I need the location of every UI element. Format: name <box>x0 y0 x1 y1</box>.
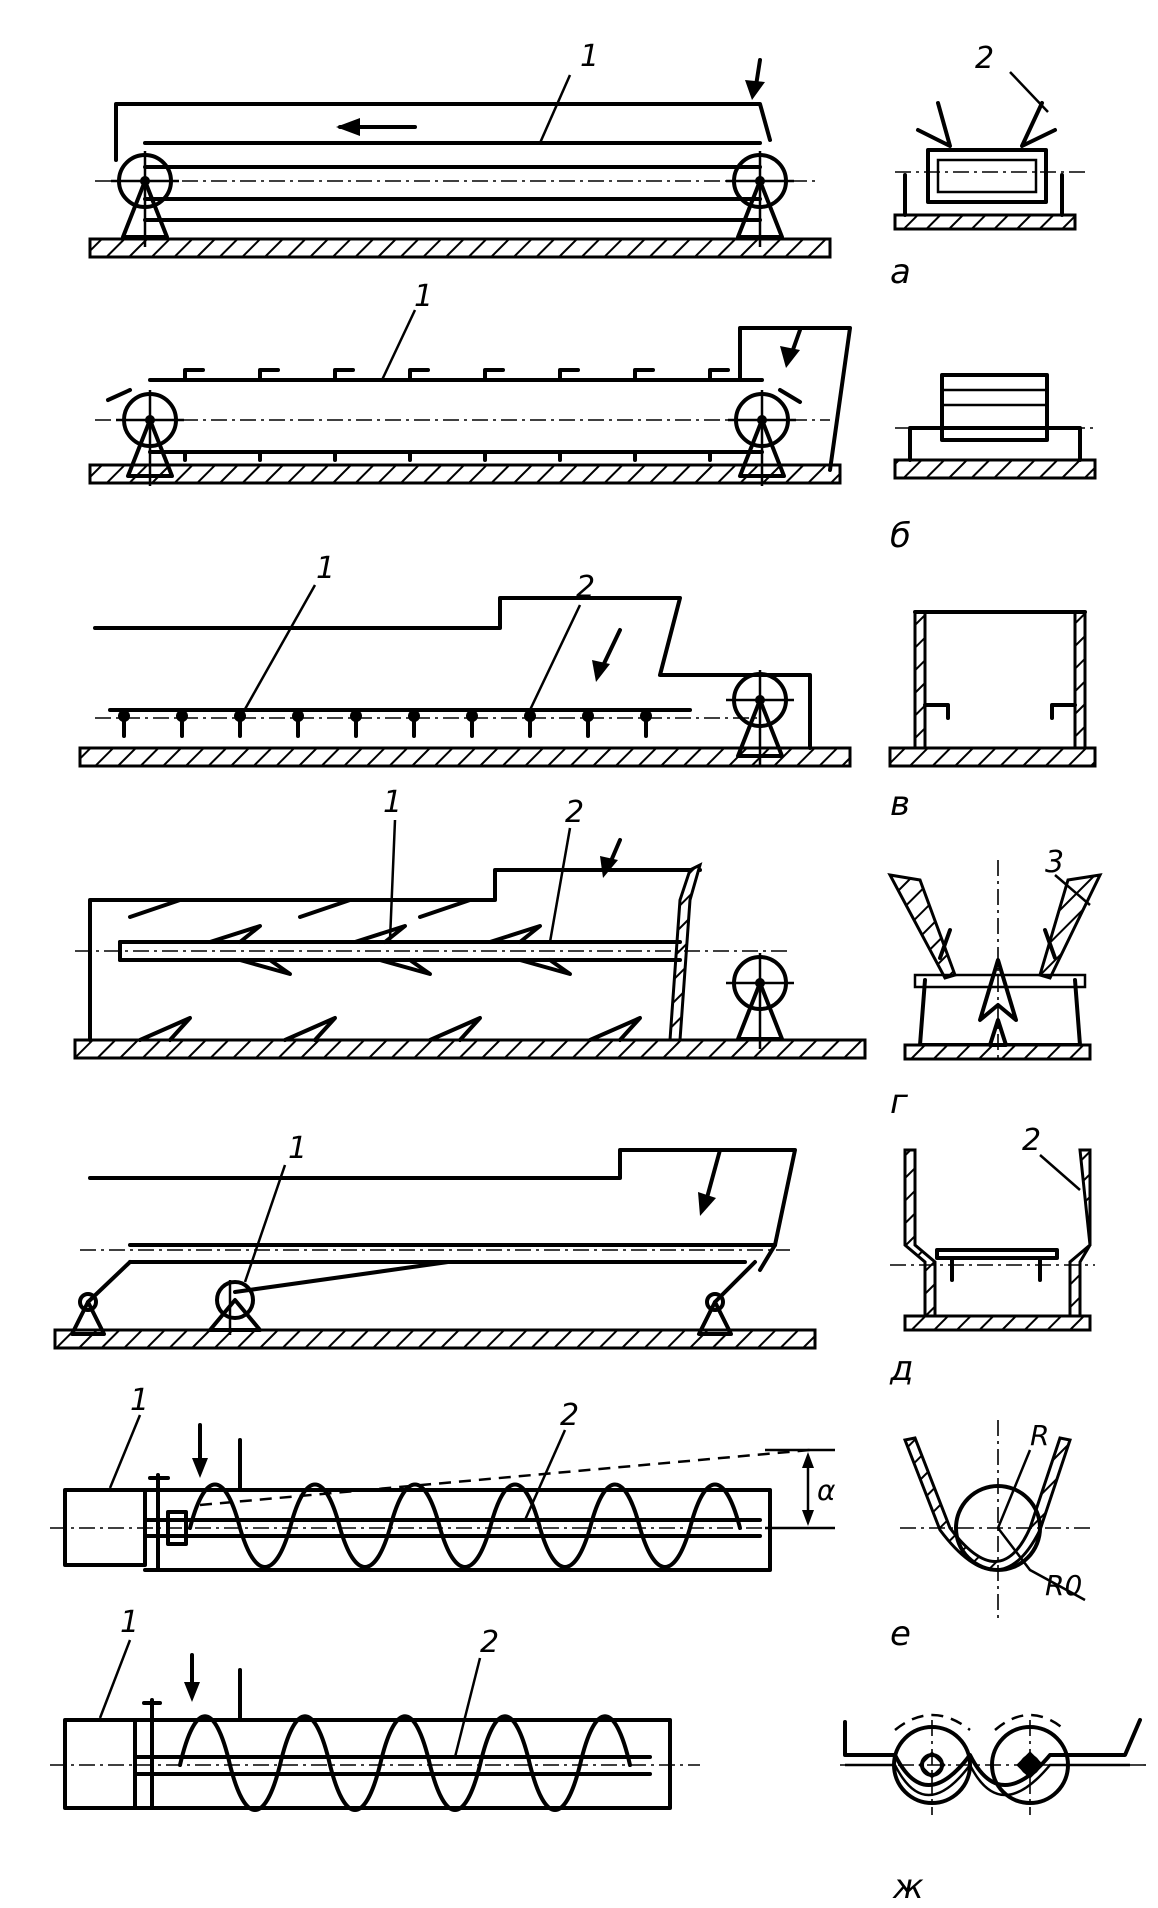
caption-g: г <box>890 1082 909 1122</box>
diagram-v-section <box>888 610 1097 768</box>
hopper-b <box>738 326 852 472</box>
label-1-a: 1 <box>580 39 599 74</box>
label-1-g: 1 <box>383 785 402 820</box>
diagram-e-side-view: α 1 2 <box>50 1383 836 1572</box>
diagram-b-section <box>893 373 1097 480</box>
diagram-zh-section <box>840 1713 1150 1815</box>
label-2-e: 2 <box>560 1398 579 1433</box>
diagram-b-side-view: 1 <box>88 279 852 488</box>
label-1-v: 1 <box>316 551 335 586</box>
trough-e <box>902 1436 1072 1572</box>
diagram-d-side-view: 1 <box>53 1131 817 1350</box>
label-R0: R0 <box>1045 1569 1082 1602</box>
caption-a: а <box>890 252 911 292</box>
diagram-g-section: 3 <box>887 845 1103 1061</box>
diagram-v-side-view: 1 2 <box>78 551 852 768</box>
diagram-d-section: 2 <box>890 1123 1095 1332</box>
caption-v: в <box>890 784 910 824</box>
drive-zh <box>63 1718 137 1810</box>
caption-zh: ж <box>892 1867 924 1907</box>
label-1-b: 1 <box>414 279 433 314</box>
label-2-zh: 2 <box>480 1625 499 1660</box>
caption-e: е <box>890 1614 911 1654</box>
diagram-zh-side-view: 1 2 <box>50 1605 700 1812</box>
diagram-e-section: R R0 <box>900 1419 1095 1620</box>
screw-zh <box>178 1714 632 1812</box>
label-1-d: 1 <box>288 1131 307 1166</box>
ground-a <box>88 237 832 259</box>
leader-1-a <box>538 74 572 144</box>
diagram-a-side-view: 1 <box>88 39 832 259</box>
caption-d: д <box>889 1349 914 1389</box>
label-R: R <box>1030 1419 1049 1452</box>
label-2-a: 2 <box>975 41 994 76</box>
angle-alpha: α <box>817 1474 836 1507</box>
label-1-e: 1 <box>130 1383 149 1418</box>
label-2-d: 2 <box>1022 1123 1041 1158</box>
label-3-g: 3 <box>1045 845 1064 880</box>
drive-e <box>63 1488 147 1567</box>
screw-e <box>188 1482 742 1569</box>
label-1-zh: 1 <box>120 1605 139 1640</box>
caption-b: б <box>890 516 911 556</box>
diagram-g-side-view: 1 2 <box>73 785 867 1060</box>
label-2-v: 2 <box>576 570 595 605</box>
diagram-a-section: 2 <box>893 41 1090 231</box>
label-2-g: 2 <box>565 795 584 830</box>
